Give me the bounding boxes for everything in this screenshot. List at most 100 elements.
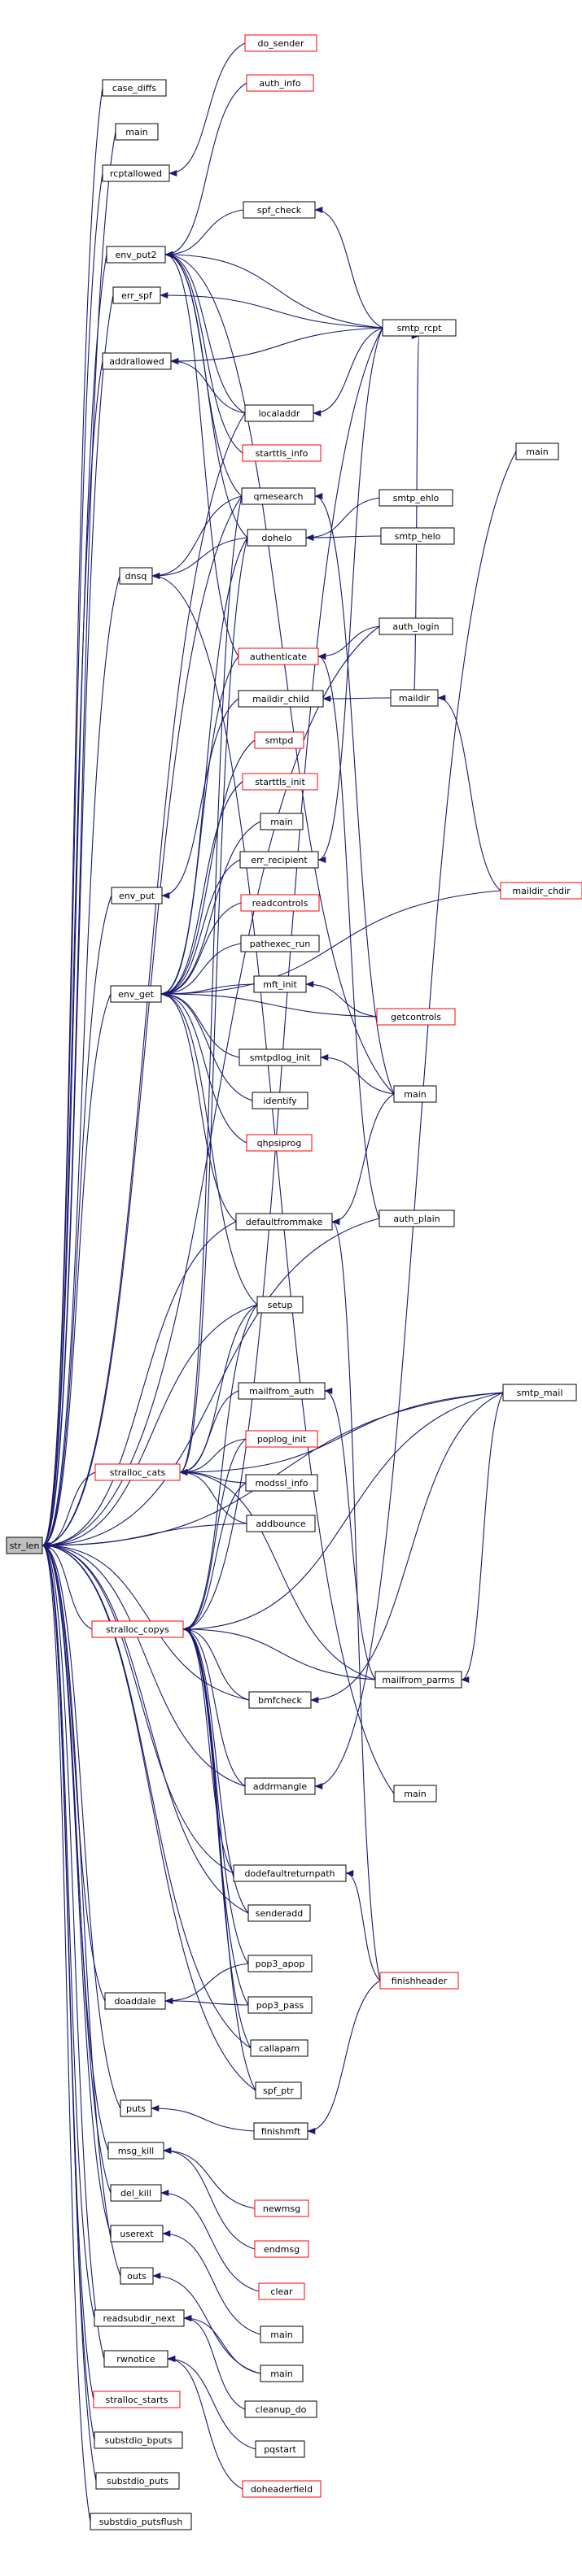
node-del-kill[interactable]: del_kill: [110, 2184, 162, 2202]
node-endmsg[interactable]: endmsg: [254, 2240, 309, 2258]
node-main-e[interactable]: main: [393, 1085, 437, 1103]
node-label: cleanup_do: [256, 2404, 307, 2415]
node-addbounce[interactable]: addbounce: [246, 1515, 316, 1532]
node-identify[interactable]: identify: [252, 1092, 309, 1109]
edge-main_d-to-readsubdir_next: [183, 2317, 261, 2374]
node-stralloc-copys[interactable]: stralloc_copys: [91, 1620, 184, 1638]
node-main-g[interactable]: main: [515, 442, 559, 460]
node-smtpd[interactable]: smtpd: [254, 731, 304, 749]
edge-authenticate-to-env_get: [160, 656, 239, 995]
node-main-f[interactable]: main: [393, 1785, 437, 1802]
node-newmsg[interactable]: newmsg: [254, 2199, 309, 2217]
node-qhpsiprog[interactable]: qhpsiprog: [246, 1134, 313, 1152]
node-puts[interactable]: puts: [120, 2099, 152, 2117]
node-pathexec-run[interactable]: pathexec_run: [240, 935, 320, 952]
node-dodefaultreturnpath[interactable]: dodefaultreturnpath: [233, 1864, 347, 1882]
node-localaddr[interactable]: localaddr: [244, 404, 314, 422]
node-defaultfrommake[interactable]: defaultfrommake: [235, 1213, 333, 1231]
node-mailfrom-auth[interactable]: mailfrom_auth: [238, 1382, 326, 1400]
node-starttls-init[interactable]: starttls_init: [242, 773, 318, 791]
node-env-put2[interactable]: env_put2: [106, 246, 166, 264]
node-callapam[interactable]: callapam: [250, 2039, 309, 2057]
node-dohelo[interactable]: dohelo: [247, 529, 307, 547]
node-label: dodefaultreturnpath: [244, 1868, 335, 1879]
node-box: [253, 975, 307, 993]
node-err-spf[interactable]: err_spf: [112, 286, 161, 304]
node-label: del_kill: [120, 2188, 151, 2199]
node-substdio-puts[interactable]: substdio_puts: [95, 2472, 180, 2490]
node-smtpdlog-init[interactable]: smtpdlog_init: [238, 1048, 322, 1066]
node-mft-init[interactable]: mft_init: [253, 975, 307, 993]
node-clear[interactable]: clear: [258, 2282, 305, 2300]
node-maildir-child[interactable]: maildir_child: [238, 690, 324, 708]
node-senderadd[interactable]: senderadd: [247, 1904, 311, 1922]
node-smtp-rcpt[interactable]: smtp_rcpt: [382, 319, 457, 337]
node-smtp-helo[interactable]: smtp_helo: [380, 527, 455, 545]
node-starttls-info[interactable]: starttls_info: [242, 444, 322, 462]
node-addrmangle[interactable]: addrmangle: [244, 1777, 316, 1795]
node-userext[interactable]: userext: [110, 2225, 164, 2243]
node-smtp-ehlo[interactable]: smtp_ehlo: [379, 489, 453, 507]
edge-stralloc_copys-to-str_len: [42, 1545, 93, 1630]
node-getcontrols[interactable]: getcontrols: [376, 1008, 456, 1026]
edge-err_recipient-to-env_get: [160, 859, 241, 995]
node-stralloc-cats[interactable]: stralloc_cats: [94, 1463, 181, 1481]
node-main-c[interactable]: main: [260, 2325, 304, 2343]
node-substdio-putsflush[interactable]: substdio_putsflush: [90, 2513, 192, 2530]
node-do-sender[interactable]: do_sender: [244, 34, 317, 52]
node-substdio-bputs[interactable]: substdio_bputs: [94, 2431, 183, 2449]
node-env-put[interactable]: env_put: [111, 887, 163, 904]
node-auth-info[interactable]: auth_info: [246, 74, 314, 92]
node-maildir-chdir[interactable]: maildir_chdir: [500, 882, 582, 900]
node-spf-ptr[interactable]: spf_ptr: [255, 2081, 302, 2099]
node-msg-kill[interactable]: msg_kill: [107, 2142, 164, 2160]
node-main-d[interactable]: main: [260, 2365, 304, 2382]
node-authenticate[interactable]: authenticate: [238, 647, 319, 665]
node-pop3-pass[interactable]: pop3_pass: [247, 1996, 313, 2014]
node-addrallowed[interactable]: addrallowed: [102, 352, 172, 370]
node-cleanup-do[interactable]: cleanup_do: [244, 2400, 317, 2418]
node-str-len[interactable]: str_len: [6, 1536, 43, 1554]
node-finishmft[interactable]: finishmft: [253, 2122, 309, 2140]
node-doheaderfield[interactable]: doheaderfield: [242, 2480, 322, 2498]
node-auth-login[interactable]: auth_login: [379, 617, 453, 635]
node-modssl-info[interactable]: modssl_info: [245, 1474, 318, 1492]
arrowhead-smtp_rcpt-to-localaddr: [313, 410, 322, 416]
edge-qmesearch-to-dnsq: [151, 495, 243, 577]
node-pop3-apop[interactable]: pop3_apop: [247, 1955, 313, 1972]
node-pqstart[interactable]: pqstart: [255, 2440, 305, 2458]
edge-dohelo-to-dnsq: [151, 537, 248, 577]
node-box: [235, 1213, 333, 1231]
node-label: smtpdlog_init: [250, 1053, 311, 1063]
node-bmfcheck[interactable]: bmfcheck: [248, 1691, 312, 1709]
node-poplog-init[interactable]: poplog_init: [245, 1430, 318, 1448]
node-smtp-mail[interactable]: smtp_mail: [502, 1384, 577, 1401]
node-main-b[interactable]: main: [260, 813, 304, 830]
node-label: smtpd: [265, 735, 294, 746]
arrowhead-main_g-to-addrmangle: [314, 1783, 323, 1789]
node-readsubdir-next[interactable]: readsubdir_next: [94, 2309, 185, 2327]
node-rcptallowed[interactable]: rcptallowed: [102, 164, 170, 182]
node-setup[interactable]: setup: [256, 1296, 304, 1314]
node-env-get[interactable]: env_get: [110, 985, 162, 1003]
node-qmesearch[interactable]: qmesearch: [241, 487, 316, 505]
node-auth-plain[interactable]: auth_plain: [379, 1210, 455, 1227]
node-err-recipient[interactable]: err_recipient: [239, 851, 319, 869]
edge-dodefaultreturnpath-to-str_len: [42, 1545, 234, 1874]
arrowhead-finishheader-to-finishmft: [307, 2128, 316, 2134]
node-mailfrom-parms[interactable]: mailfrom_parms: [374, 1671, 462, 1689]
node-outs[interactable]: outs: [120, 2267, 154, 2285]
node-main-a[interactable]: main: [115, 123, 159, 141]
node-maildir[interactable]: maildir: [390, 689, 439, 707]
node-box: [379, 489, 453, 507]
node-rwnotice[interactable]: rwnotice: [103, 2350, 168, 2368]
node-case-diffs[interactable]: case_diffs: [102, 79, 167, 97]
node-box: [260, 2325, 304, 2343]
node-doaddale[interactable]: doaddale: [104, 1992, 166, 2010]
node-readcontrols[interactable]: readcontrols: [240, 894, 320, 912]
node-finishheader[interactable]: finishheader: [379, 1972, 459, 1990]
node-spf-check[interactable]: spf_check: [243, 201, 316, 219]
arrowhead-main_f-to-dnsq: [151, 573, 160, 579]
node-stralloc-starts[interactable]: stralloc_starts: [93, 2391, 181, 2408]
node-dnsq[interactable]: dnsq: [119, 567, 153, 585]
